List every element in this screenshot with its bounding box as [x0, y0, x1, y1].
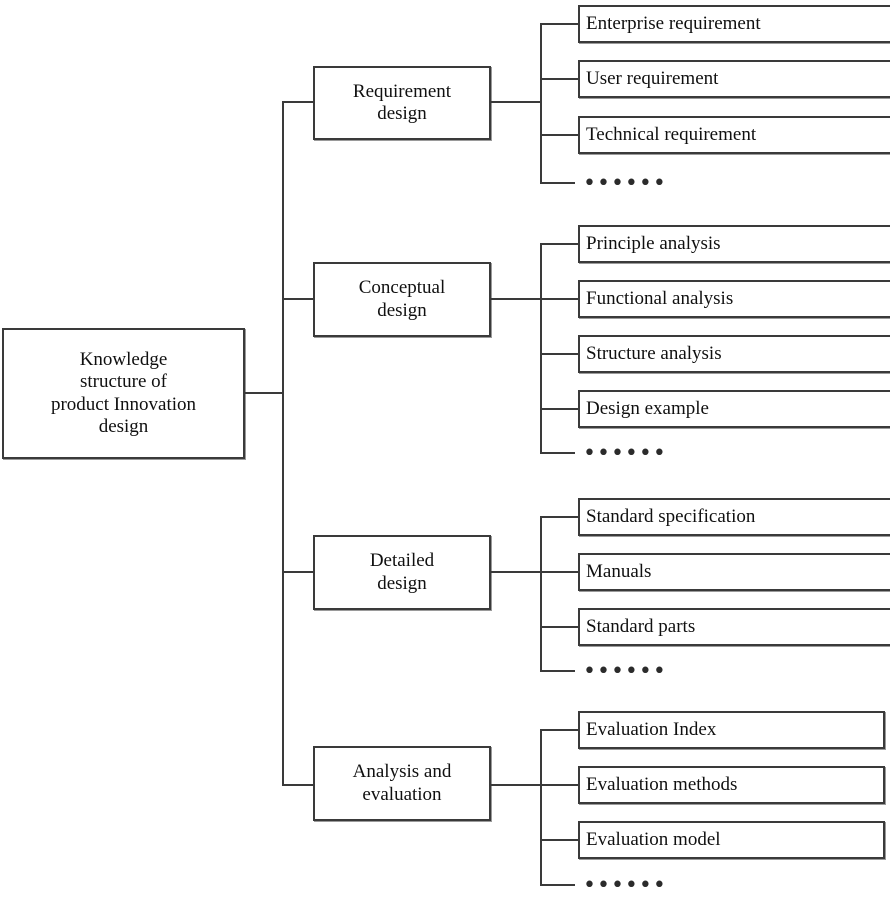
leaf-node-4-1-label: Evaluation Index	[586, 718, 717, 740]
connector-main-spine	[282, 102, 284, 786]
connector-subspine-3-leaf-3	[540, 626, 580, 628]
connector-subspine-2-leaf-4	[540, 408, 580, 410]
leaf-node-1-1-label: Enterprise requirement	[586, 12, 761, 34]
leaf-node-2-3[interactable]: Structure analysis	[578, 335, 890, 373]
leaf-node-2-4[interactable]: Design example	[578, 390, 890, 428]
connector-spine-to-branch-4	[282, 784, 315, 786]
connector-subspine-1-leaf-2	[540, 78, 580, 80]
connector-subspine-1-ellipsis	[540, 182, 575, 184]
connector-subspine-2-ellipsis	[540, 452, 575, 454]
connector-subspine-2	[540, 243, 542, 454]
leaf-node-2-4-label: Design example	[586, 397, 709, 419]
leaf-node-1-1[interactable]: Enterprise requirement	[578, 5, 890, 43]
leaf-node-2-2-label: Functional analysis	[586, 287, 734, 309]
leaf-node-2-1-label: Principle analysis	[586, 232, 721, 254]
connector-spine-to-branch-1	[282, 101, 315, 103]
connector-subspine-1-leaf-3	[540, 134, 580, 136]
leaf-node-2-3-label: Structure analysis	[586, 342, 722, 364]
connector-subspine-2-leaf-1	[540, 243, 580, 245]
leaf-node-4-2-label: Evaluation methods	[586, 773, 738, 795]
connector-subspine-3	[540, 516, 542, 672]
connector-branch-4-to-subspine	[490, 784, 542, 786]
ellipsis-group-4: ••••••	[583, 873, 667, 898]
leaf-node-2-2[interactable]: Functional analysis	[578, 280, 890, 318]
connector-subspine-2-leaf-2	[540, 298, 580, 300]
leaf-node-1-2[interactable]: User requirement	[578, 60, 890, 98]
leaf-node-1-3-label: Technical requirement	[586, 123, 757, 145]
leaf-node-4-1[interactable]: Evaluation Index	[578, 711, 885, 749]
connector-subspine-3-leaf-1	[540, 516, 580, 518]
leaf-node-3-1-label: Standard specification	[586, 505, 756, 527]
leaf-node-4-2[interactable]: Evaluation methods	[578, 766, 885, 804]
connector-spine-to-branch-2	[282, 298, 315, 300]
connector-subspine-4-leaf-2	[540, 784, 580, 786]
leaf-node-4-3-label: Evaluation model	[586, 828, 721, 850]
ellipsis-group-1: ••••••	[583, 171, 667, 196]
leaf-node-4-3[interactable]: Evaluation model	[578, 821, 885, 859]
connector-subspine-1	[540, 23, 542, 184]
connector-branch-2-to-subspine	[490, 298, 542, 300]
connector-root-to-spine	[245, 392, 284, 394]
connector-subspine-4-leaf-1	[540, 729, 580, 731]
leaf-node-3-2-label: Manuals	[586, 560, 652, 582]
connector-subspine-4-ellipsis	[540, 884, 575, 886]
leaf-node-2-1[interactable]: Principle analysis	[578, 225, 890, 263]
connector-subspine-4-leaf-3	[540, 839, 580, 841]
ellipsis-group-3: ••••••	[583, 659, 667, 684]
leaf-node-1-2-label: User requirement	[586, 67, 719, 89]
leaf-node-3-2[interactable]: Manuals	[578, 553, 890, 591]
leaf-node-3-1[interactable]: Standard specification	[578, 498, 890, 536]
leaf-node-1-3[interactable]: Technical requirement	[578, 116, 890, 154]
connector-branch-3-to-subspine	[490, 571, 542, 573]
leaf-node-3-3-label: Standard parts	[586, 615, 696, 637]
connector-spine-to-branch-3	[282, 571, 315, 573]
connector-subspine-3-ellipsis	[540, 670, 575, 672]
connector-branch-1-to-subspine	[490, 101, 542, 103]
ellipsis-group-2: ••••••	[583, 441, 667, 466]
connector-subspine-2-leaf-3	[540, 353, 580, 355]
connector-subspine-1-leaf-1	[540, 23, 580, 25]
connector-subspine-3-leaf-2	[540, 571, 580, 573]
connector-subspine-4	[540, 729, 542, 886]
leaf-node-3-3[interactable]: Standard parts	[578, 608, 890, 646]
